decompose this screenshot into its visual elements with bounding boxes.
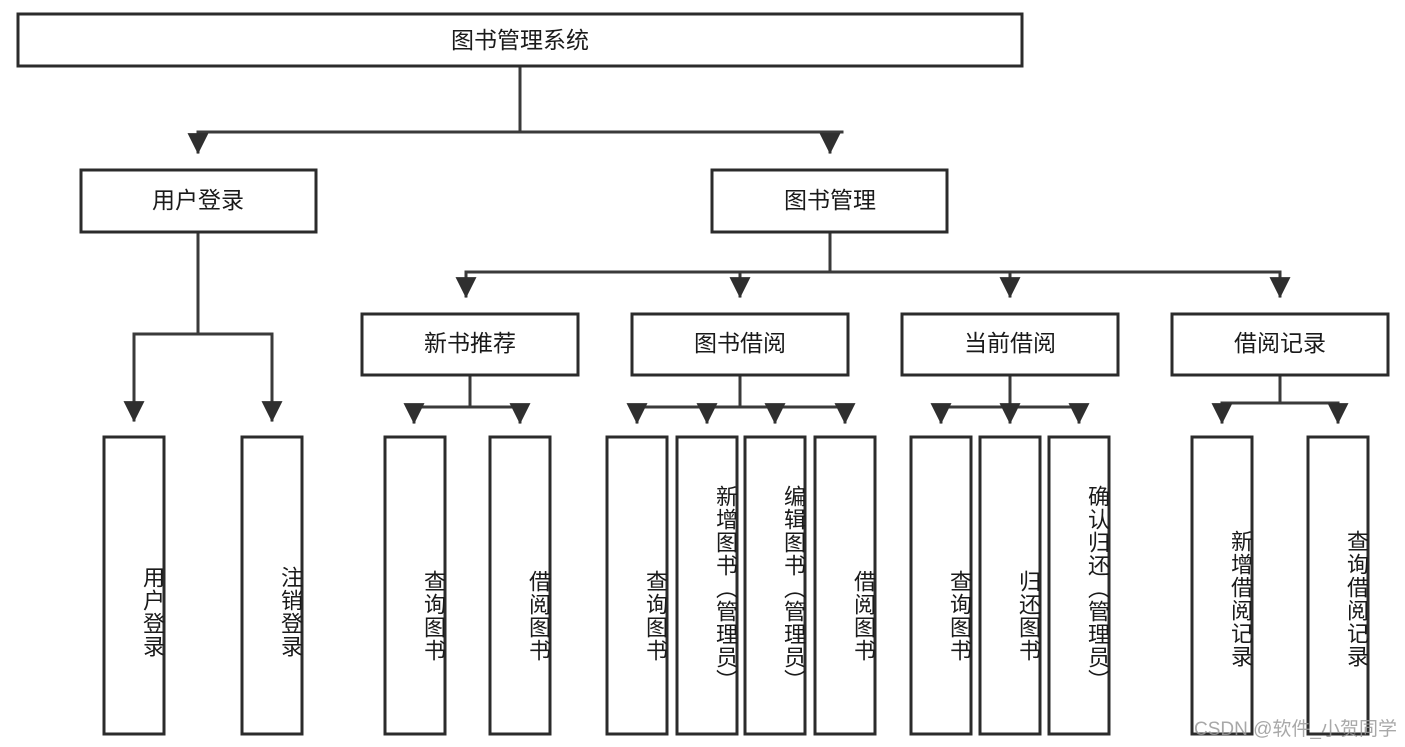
connector-userlogin-to-leaves [123, 230, 283, 423]
connector-newbook-to-leaves [403, 373, 531, 425]
node-book-management-label: 图书管理 [784, 187, 876, 213]
leaf-box-borrow-book-new[interactable] [488, 435, 552, 736]
leaf-box-return-book[interactable] [978, 435, 1042, 736]
leaf-box-query-book-current[interactable] [909, 435, 973, 736]
node-root-label: 图书管理系统 [451, 27, 589, 53]
leaf-box-confirm-return[interactable] [1047, 435, 1111, 736]
node-new-book-recommend[interactable]: 新书推荐 [360, 312, 580, 377]
node-new-book-recommend-label: 新书推荐 [424, 330, 516, 356]
node-user-login[interactable]: 用户登录 [79, 168, 318, 234]
leaf-box-borrow-book-borrow[interactable] [813, 435, 877, 736]
connector-record-to-leaves [1211, 373, 1349, 425]
node-book-management[interactable]: 图书管理 [710, 168, 949, 234]
connector-bookmgmt-to-level3 [455, 230, 1291, 299]
leaf-boxes-record-group [1190, 435, 1370, 736]
leaf-box-query-borrow-record[interactable] [1306, 435, 1370, 736]
leaf-box-add-borrow-record[interactable] [1190, 435, 1254, 736]
leaf-box-logout-login[interactable] [240, 435, 304, 736]
leaf-boxes-borrow-group [605, 435, 877, 736]
node-user-login-label: 用户登录 [152, 187, 244, 213]
leaf-box-user-login[interactable] [102, 435, 166, 736]
leaf-box-add-book-admin[interactable] [675, 435, 739, 736]
connector-root-to-level2 [187, 64, 844, 155]
node-root-system[interactable]: 图书管理系统 [16, 12, 1024, 68]
node-book-borrow[interactable]: 图书借阅 [630, 312, 850, 377]
leaf-boxes-current-group [909, 435, 1111, 736]
leaf-boxes-new-book-group [383, 435, 552, 736]
leaf-box-query-book-new[interactable] [383, 435, 447, 736]
node-current-borrow[interactable]: 当前借阅 [900, 312, 1120, 377]
node-book-borrow-label: 图书借阅 [694, 330, 786, 356]
leaf-box-query-book-borrow[interactable] [605, 435, 669, 736]
connector-current-to-leaves [930, 373, 1090, 425]
node-borrow-record-label: 借阅记录 [1234, 330, 1326, 356]
node-borrow-record[interactable]: 借阅记录 [1170, 312, 1390, 377]
node-current-borrow-label: 当前借阅 [964, 330, 1056, 356]
csdn-watermark: CSDN @软件_小贺同学 [1194, 719, 1397, 740]
leaf-boxes-user-login-group [102, 435, 304, 736]
connector-borrow-to-leaves [626, 373, 856, 425]
leaf-box-edit-book-admin[interactable] [743, 435, 807, 736]
